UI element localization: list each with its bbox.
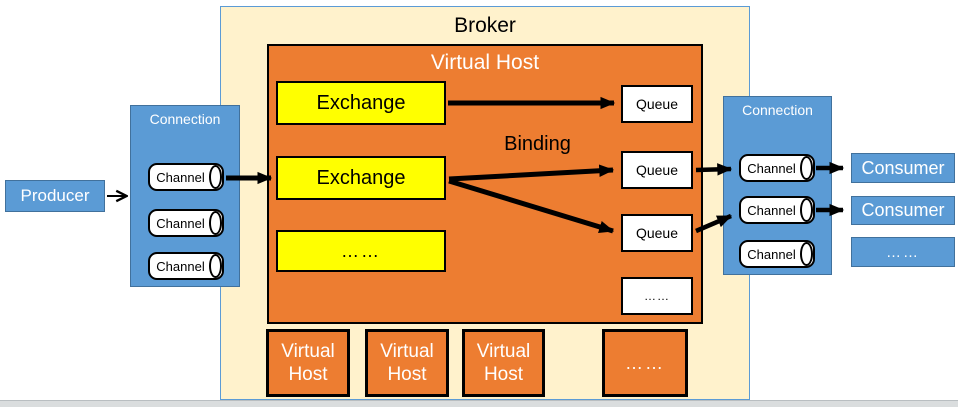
virtual-host-title: Virtual Host bbox=[430, 51, 540, 74]
channel-left-1: Channel bbox=[148, 163, 224, 191]
virtual-host-small-3: Virtual Host bbox=[462, 329, 545, 397]
cylinder-cap-icon bbox=[800, 198, 813, 222]
bottom-divider-bar bbox=[0, 400, 958, 407]
connection-left-box: Connection Channel Channel Channel bbox=[130, 105, 240, 287]
virtual-host-more-box: …… bbox=[602, 329, 688, 397]
queue-box-2: Queue bbox=[621, 151, 693, 189]
channel-right-1-label: Channel bbox=[747, 160, 796, 176]
binding-label: Binding bbox=[504, 133, 571, 155]
connection-right-title: Connection bbox=[742, 102, 813, 118]
consumer-box-2: Consumer bbox=[851, 196, 955, 225]
channel-right-2-label: Channel bbox=[747, 202, 796, 218]
queue-more-box: …… bbox=[621, 277, 693, 315]
virtual-host-small-2: Virtual Host bbox=[365, 329, 449, 397]
connection-right-box: Connection Channel Channel Channel bbox=[723, 96, 832, 275]
channel-left-2: Channel bbox=[148, 209, 224, 237]
channel-left-3: Channel bbox=[148, 252, 224, 280]
exchange-box-1: Exchange bbox=[276, 81, 446, 125]
channel-right-3-label: Channel bbox=[747, 246, 796, 262]
channel-right-3: Channel bbox=[739, 240, 815, 268]
virtual-host-small-1: Virtual Host bbox=[266, 329, 350, 397]
cylinder-cap-icon bbox=[209, 254, 222, 278]
cylinder-cap-icon bbox=[800, 156, 813, 180]
queue-box-1: Queue bbox=[621, 85, 693, 123]
channel-left-1-label: Channel bbox=[156, 169, 205, 185]
consumer-box-1: Consumer bbox=[851, 153, 955, 183]
consumer-more-box: …… bbox=[851, 237, 955, 267]
queue-box-3: Queue bbox=[621, 214, 693, 252]
broker-title: Broker bbox=[454, 14, 516, 37]
channel-right-2: Channel bbox=[739, 196, 815, 224]
exchange-box-2: Exchange bbox=[276, 156, 446, 200]
channel-left-2-label: Channel bbox=[156, 215, 205, 231]
producer-box: Producer bbox=[5, 180, 105, 212]
cylinder-cap-icon bbox=[209, 211, 222, 235]
channel-right-1: Channel bbox=[739, 154, 815, 182]
cylinder-cap-icon bbox=[800, 242, 813, 266]
connection-left-title: Connection bbox=[149, 111, 221, 127]
channel-left-3-label: Channel bbox=[156, 258, 205, 274]
exchange-more-box: …… bbox=[276, 230, 446, 272]
cylinder-cap-icon bbox=[209, 165, 222, 189]
